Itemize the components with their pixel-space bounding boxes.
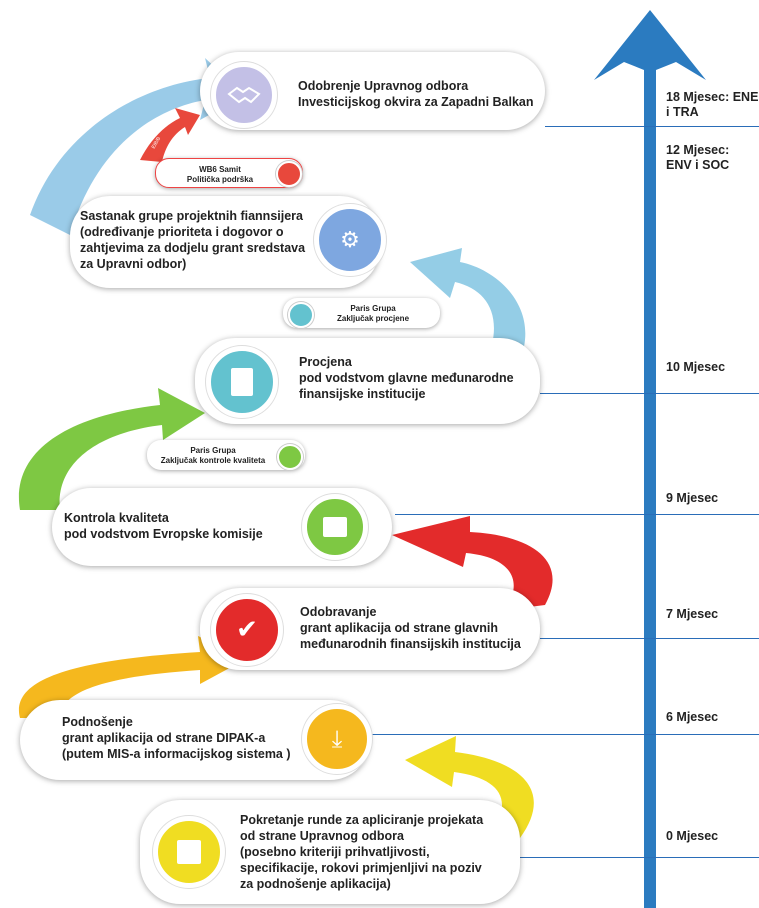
step-text: Pokretanje runde za apliciranje projekat… [240, 813, 484, 891]
timeline-label-6: 6 Mjesec [666, 710, 719, 724]
timeline-label-7: 7 Mjesec [666, 607, 719, 621]
timeline-line-6 [370, 734, 759, 736]
timeline-line-7 [540, 638, 759, 640]
step-card-call-launch: Pokretanje runde za apliciranje projekat… [140, 800, 520, 904]
red-arrow [392, 516, 553, 610]
timeline-label-12: 12 Mjesec:ENV i SOC [666, 143, 730, 172]
gears-icon: ⚙ [314, 204, 386, 276]
clarification-arrow [30, 58, 245, 235]
globe-icon [276, 161, 302, 187]
bar-chart-icon [288, 302, 314, 328]
teal-arrow [410, 248, 526, 365]
timeline-line-18 [545, 126, 759, 128]
calendar-icon [153, 816, 225, 888]
documents-icon [302, 494, 368, 560]
timeline-axis [644, 60, 656, 908]
timeline-line-10 [540, 393, 759, 395]
bar-chart-icon [277, 444, 303, 470]
green-arrow [18, 388, 205, 510]
yellow-arrow [18, 636, 248, 718]
timeline-line-9 [395, 514, 759, 516]
timeline-label-10: 10 Mjesec [666, 360, 726, 374]
timeline-label-9: 9 Mjesec [666, 491, 719, 505]
report-icon [206, 346, 278, 418]
download-icon: ⤓ [302, 704, 372, 774]
red-small-arrow [140, 108, 200, 162]
checkmark-icon: ✔ [211, 594, 283, 666]
timeline-arrowhead [594, 10, 706, 80]
timeline-label-0: 0 Mjesec [666, 829, 719, 843]
step-text: Sastanak grupe projektnih fiannsijera(od… [80, 209, 306, 271]
timeline-line-0 [520, 857, 759, 859]
handshake-icon [211, 62, 277, 128]
